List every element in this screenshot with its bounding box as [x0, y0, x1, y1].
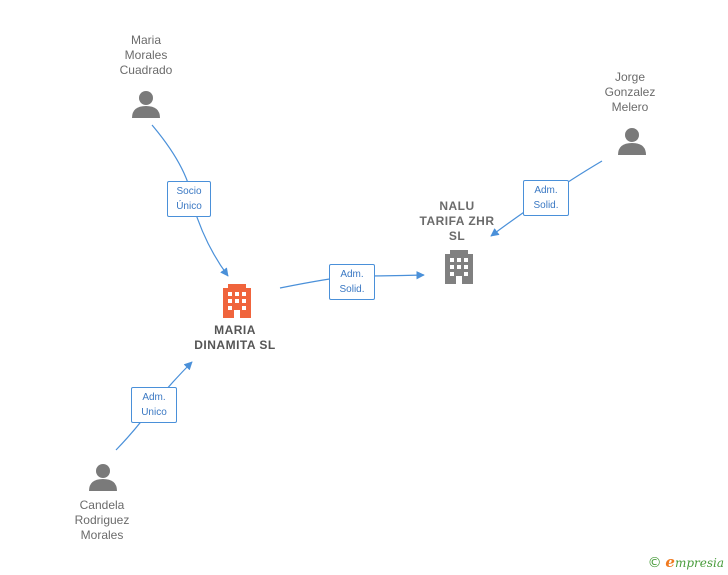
edge-label-adm-solid-main[interactable]: Adm. Solid. [329, 264, 375, 300]
node-label-jorge-gonzalez[interactable]: Jorge Gonzalez Melero [604, 70, 656, 114]
node-label-maria-dinamita[interactable]: MARIA DINAMITA SL [194, 323, 276, 352]
brand-logo: © empresia [648, 553, 724, 571]
edge-label-socio-unico[interactable]: Socio Único [167, 181, 211, 217]
node-label-candela-rodriguez[interactable]: Candela Rodriguez Morales [74, 498, 130, 542]
node-label-maria-morales[interactable]: Maria Morales Cuadrado [119, 33, 173, 77]
person-icon[interactable] [618, 128, 646, 155]
person-icon[interactable] [132, 91, 160, 118]
node-label-nalu-tarifa[interactable]: NALU TARIFA ZHR SL [419, 199, 495, 243]
edge-label-adm-solid-jorge[interactable]: Adm. Solid. [523, 180, 569, 216]
building-icon[interactable] [223, 284, 251, 318]
brand-initial: e [665, 553, 675, 571]
building-icon[interactable] [445, 250, 473, 284]
edge-label-adm-unico[interactable]: Adm. Unico [131, 387, 177, 423]
copyright-symbol: © [647, 555, 662, 571]
brand-name: mpresia [674, 556, 724, 570]
person-icon[interactable] [89, 464, 117, 491]
